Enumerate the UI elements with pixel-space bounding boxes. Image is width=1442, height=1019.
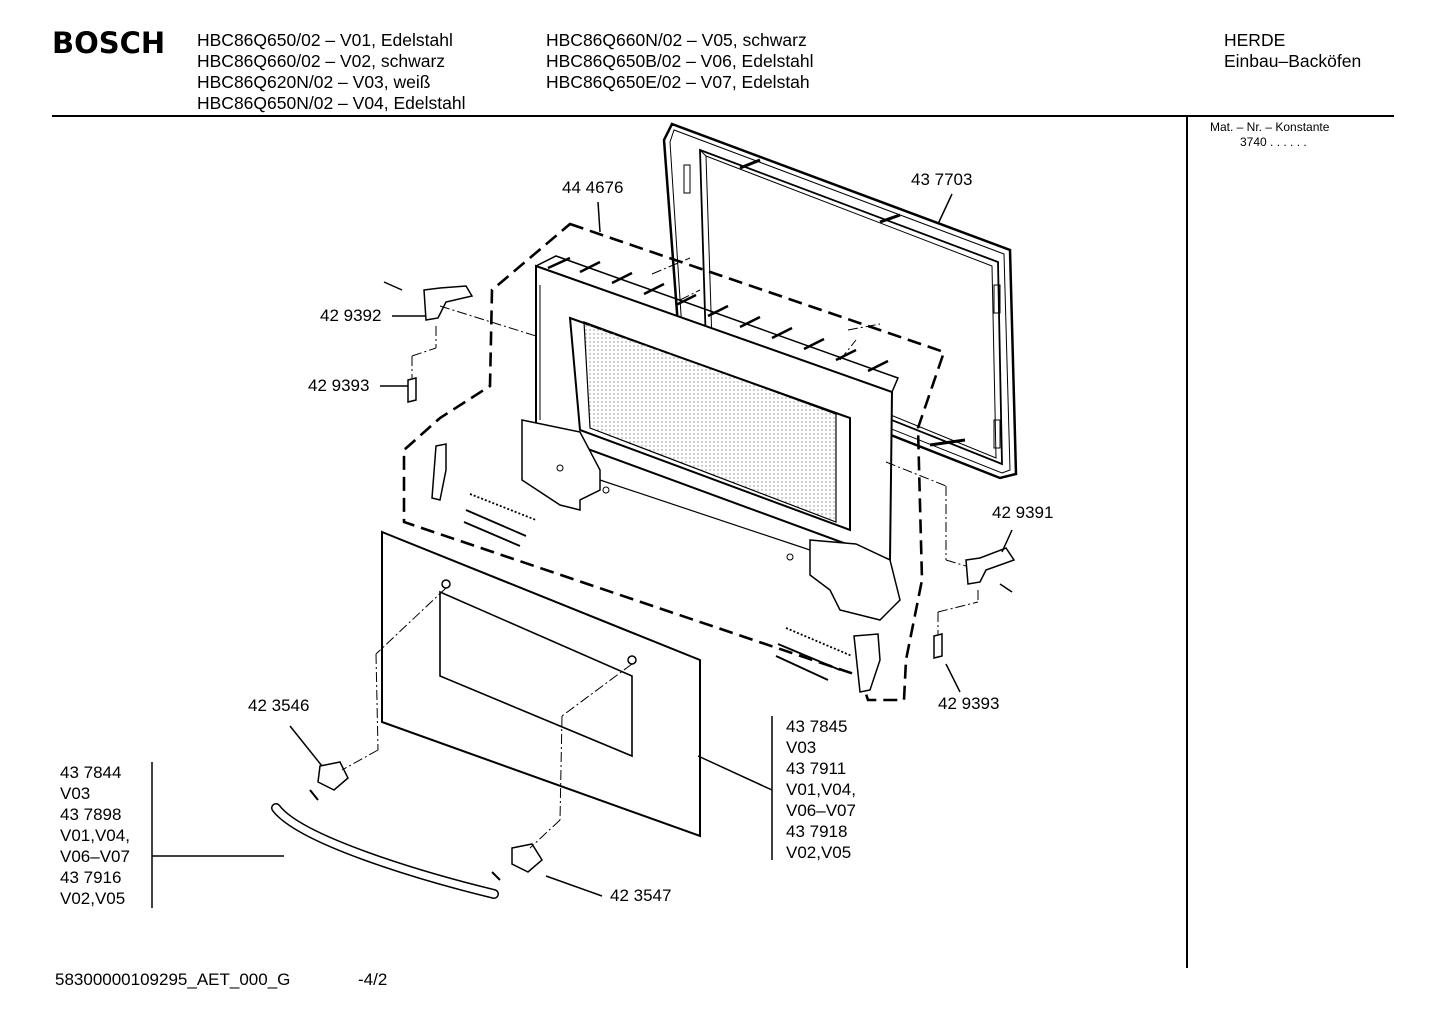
page-number: -4/2 xyxy=(358,970,388,989)
category-block: HERDE Einbau–Backöfen xyxy=(1224,30,1361,72)
model-line: HBC86Q650N/02 – V04, Edelstahl xyxy=(197,93,466,113)
glass-variant-list: 43 7845 V03 43 7911 V01,V04, V06–V07 43 … xyxy=(786,716,856,863)
brand-logo: BOSCH xyxy=(52,26,166,60)
part-label-444676: 44 4676 xyxy=(562,178,624,197)
variant-line: 43 7898 xyxy=(60,805,122,824)
document-id: 58300000109295_AET_000_G xyxy=(55,970,291,989)
leader-lines xyxy=(151,193,1013,908)
assembly-guide-lines xyxy=(341,257,979,849)
hinge-left-top xyxy=(383,281,474,501)
variant-line: V03 xyxy=(60,784,91,803)
model-list-col1: HBC86Q650/02 – V01, Edelstahl HBC86Q660/… xyxy=(197,30,466,114)
variant-line: V02,V05 xyxy=(786,843,852,862)
outer-glass-pane xyxy=(381,530,701,838)
model-line: HBC86Q620N/02 – V03, weiß xyxy=(197,72,431,92)
model-line: HBC86Q650E/02 – V07, Edelstah xyxy=(546,72,810,92)
outer-door-frame xyxy=(662,122,1018,480)
model-line: HBC86Q650B/02 – V06, Edelstahl xyxy=(546,51,814,71)
variant-line: 43 7911 xyxy=(786,759,847,778)
door-handle xyxy=(271,761,543,899)
variant-line: 43 7918 xyxy=(786,822,848,841)
variant-line: 43 7916 xyxy=(60,868,122,887)
variant-line: V06–V07 xyxy=(786,801,856,820)
springs-left xyxy=(463,493,537,547)
assembly-boundary xyxy=(402,222,946,702)
variant-line: 43 7845 xyxy=(786,717,848,736)
part-label-423546: 42 3546 xyxy=(248,696,310,715)
variant-line: V01,V04, xyxy=(786,780,856,799)
variant-line: 43 7844 xyxy=(60,763,122,782)
part-label-429393-left: 42 9393 xyxy=(308,376,370,395)
part-label-423547: 42 3547 xyxy=(610,886,672,905)
variant-line: V03 xyxy=(786,738,817,757)
category: HERDE xyxy=(1224,30,1286,50)
variant-line: V06–V07 xyxy=(60,847,130,866)
model-line: HBC86Q650/02 – V01, Edelstahl xyxy=(197,30,453,50)
part-label-429392: 42 9392 xyxy=(320,306,382,325)
variant-line: V01,V04, xyxy=(60,826,130,845)
subcategory: Einbau–Backöfen xyxy=(1224,51,1362,71)
springs-right xyxy=(775,627,853,681)
mat-value: 3740 . . . . . . xyxy=(1240,135,1307,149)
model-line: HBC86Q660N/02 – V05, schwarz xyxy=(546,30,807,50)
handle-variant-list: 43 7844 V03 43 7898 V01,V04, V06–V07 43 … xyxy=(60,762,130,909)
part-label-437703: 43 7703 xyxy=(911,170,973,189)
model-list-col2: HBC86Q660N/02 – V05, schwarz HBC86Q650B/… xyxy=(546,30,814,93)
mat-heading: Mat. – Nr. – Konstante xyxy=(1210,120,1330,134)
model-line: HBC86Q660/02 – V02, schwarz xyxy=(197,51,446,71)
part-label-429393-right: 42 9393 xyxy=(938,694,1000,713)
variant-line: V02,V05 xyxy=(60,889,126,908)
inner-door-frame xyxy=(521,255,901,621)
part-label-429391: 42 9391 xyxy=(992,503,1054,522)
hinge-right xyxy=(853,547,1016,693)
